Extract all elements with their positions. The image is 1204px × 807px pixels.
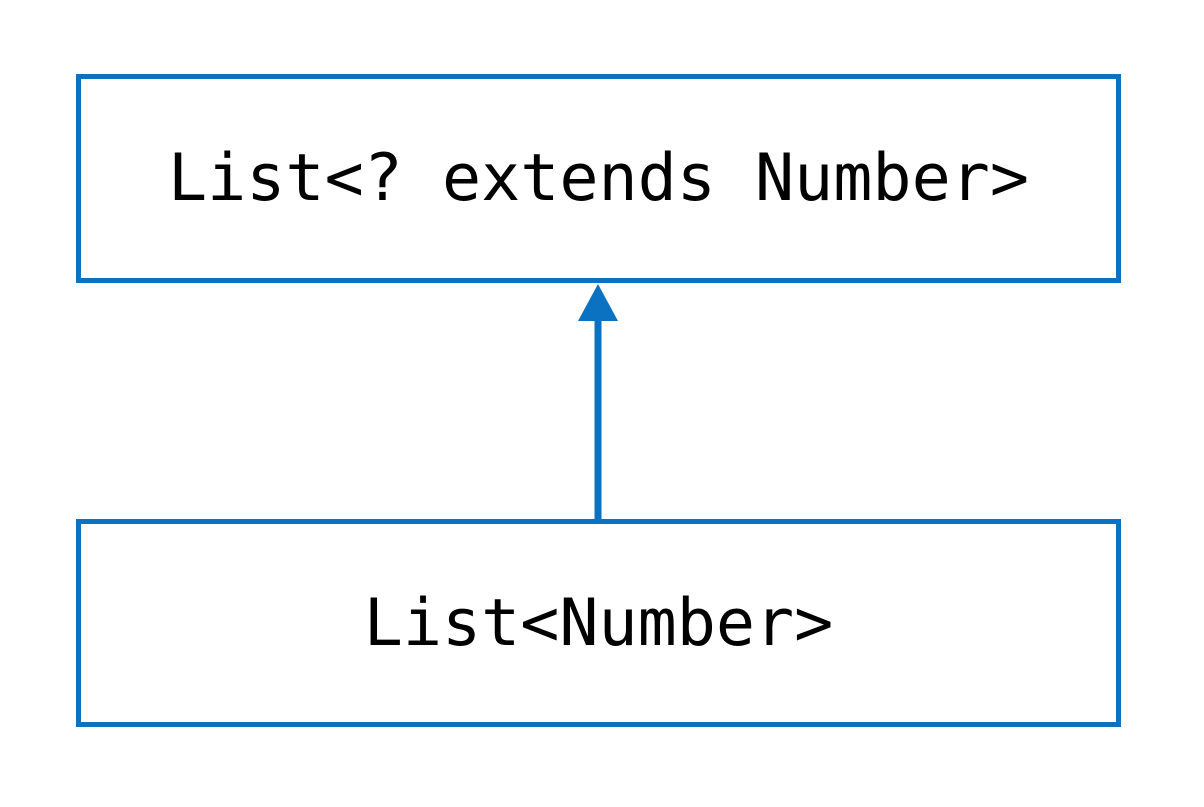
uml-node-subtype[interactable]: List<Number> — [76, 519, 1121, 727]
uml-node-subtype-label: List<Number> — [363, 585, 834, 661]
generalization-arrow — [578, 284, 618, 525]
uml-node-supertype[interactable]: List<? extends Number> — [76, 74, 1121, 283]
uml-node-supertype-label: List<? extends Number> — [168, 141, 1029, 216]
generalization-arrow-head — [578, 284, 618, 321]
